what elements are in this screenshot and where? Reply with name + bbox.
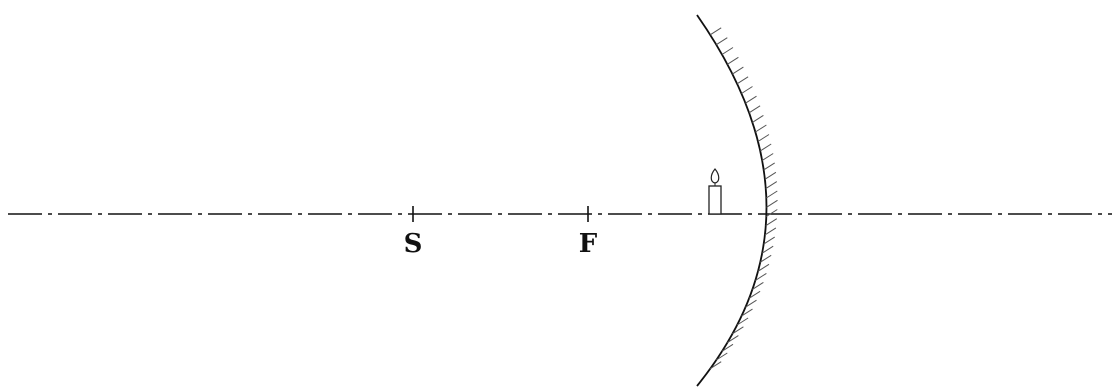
hatch-mark (764, 227, 777, 236)
hatch-mark (721, 47, 734, 55)
hatch-mark (761, 245, 774, 254)
hatch-mark (755, 272, 767, 281)
hatch-mark (727, 335, 739, 344)
hatch-mark (752, 114, 764, 123)
label-s: S (404, 229, 423, 259)
hatch-mark (757, 263, 770, 272)
hatch-mark (766, 199, 778, 208)
concave-mirror (696, 14, 778, 387)
hatch-mark (721, 343, 734, 352)
hatch-mark (736, 317, 749, 326)
hatch-mark (748, 290, 761, 299)
hatch-mark (716, 352, 728, 361)
hatch-mark (765, 218, 778, 227)
hatch-mark (741, 86, 753, 94)
hatch-mark (736, 76, 749, 85)
hatch-mark (732, 66, 744, 75)
hatch-mark (709, 27, 722, 36)
hatch-mark (763, 162, 775, 171)
hatch-mark (709, 361, 722, 370)
hatch-mark (716, 37, 728, 46)
hatch-mark (759, 254, 772, 263)
hatch-mark (765, 181, 778, 190)
hatch-mark (761, 153, 774, 161)
hatch-mark (741, 308, 753, 317)
hatch-mark (766, 209, 778, 217)
candle-icon (708, 168, 722, 215)
hatch-mark (732, 326, 744, 335)
hatch-mark (759, 143, 772, 152)
mirror-hatching (709, 27, 778, 370)
mirror-surface (696, 14, 768, 387)
hatch-mark (752, 281, 764, 290)
hatch-mark (764, 171, 777, 180)
hatch-mark (755, 124, 767, 133)
hatch-mark (745, 299, 757, 308)
hatch-mark (763, 236, 775, 245)
hatch-mark (766, 190, 778, 199)
hatch-mark (745, 95, 757, 104)
hatch-mark (748, 105, 761, 114)
hatch-mark (757, 134, 770, 142)
hatch-mark (727, 56, 739, 65)
label-f: F (579, 229, 598, 259)
